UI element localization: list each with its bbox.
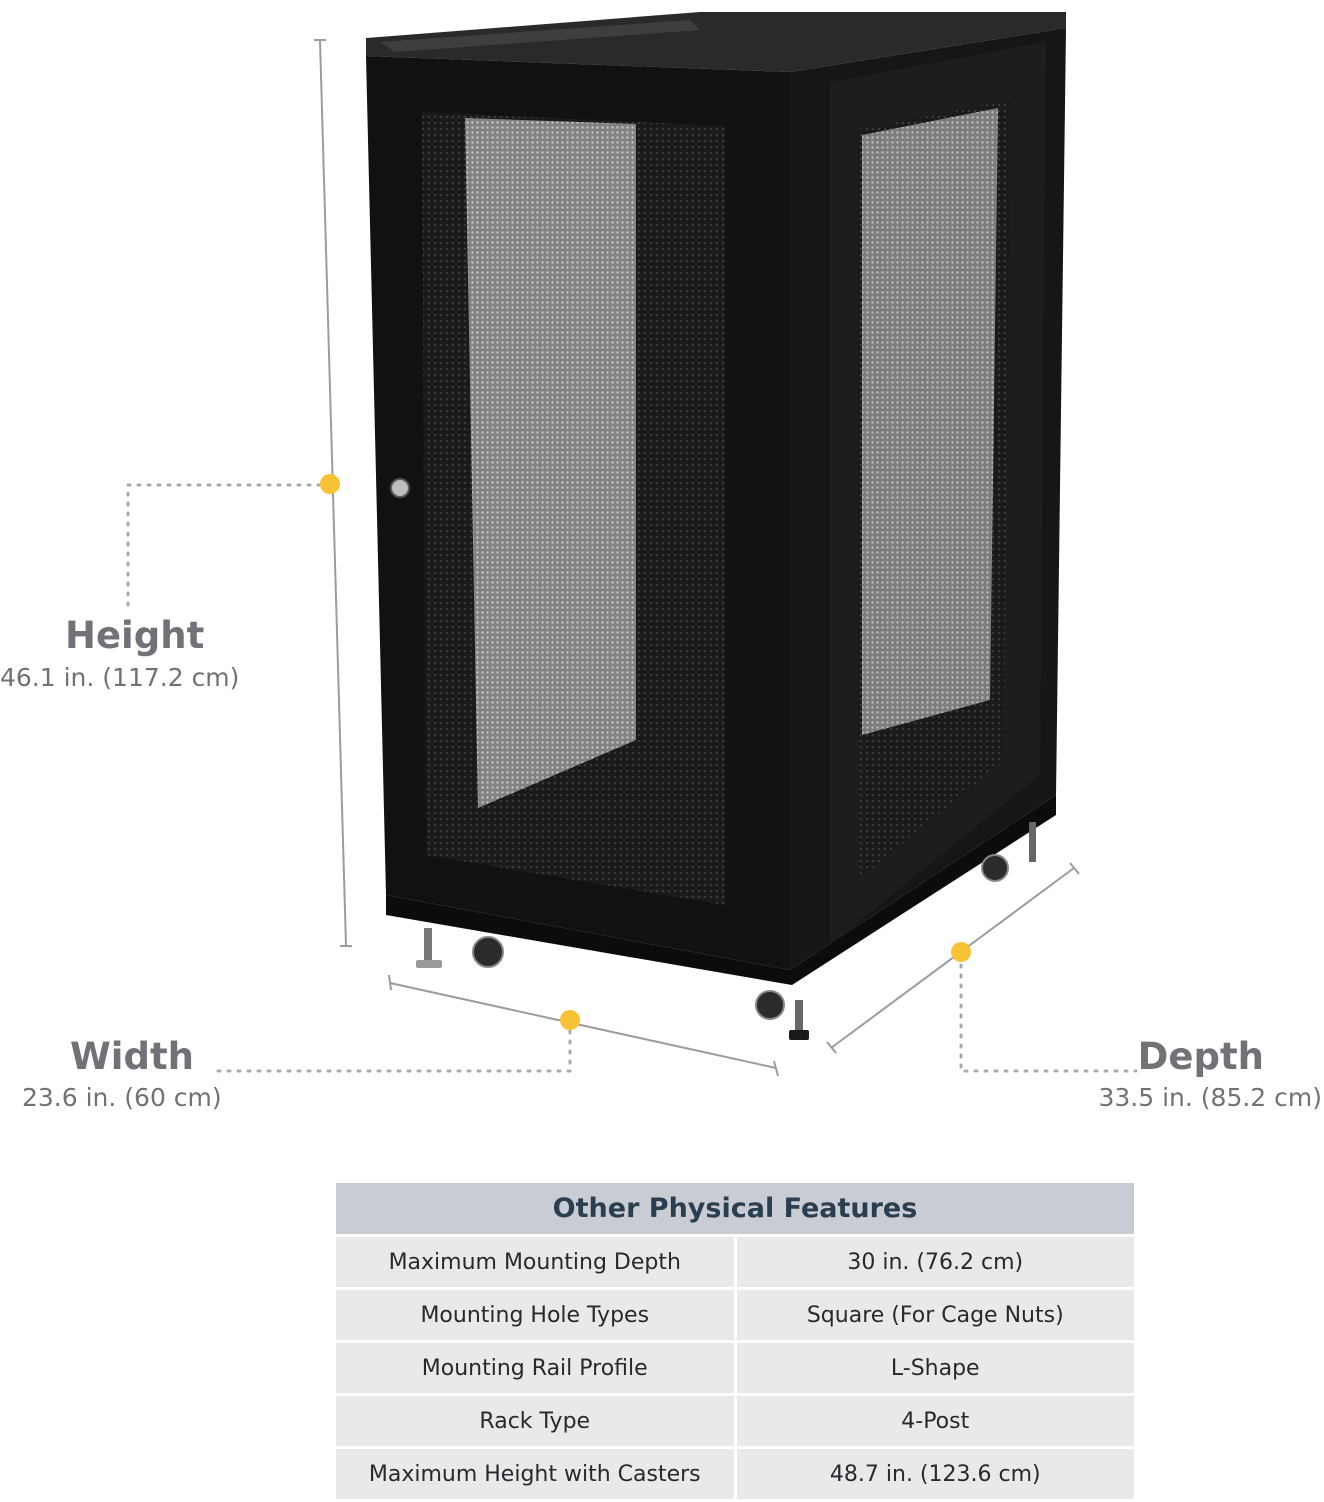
feature-value: L-Shape (735, 1341, 1134, 1396)
width-value: 23.6 in. (60 cm) (22, 1083, 222, 1112)
table-title: Other Physical Features (336, 1183, 1134, 1237)
depth-label: Depth (1137, 1035, 1264, 1078)
width-marker-dot (560, 1010, 580, 1030)
rack-cabinet (366, 12, 1066, 1040)
depth-marker-dot (951, 942, 971, 962)
height-value: 46.1 in. (117.2 cm) (0, 663, 240, 692)
feature-name: Maximum Mounting Depth (336, 1235, 737, 1290)
feature-name: Mounting Hole Types (336, 1288, 737, 1343)
feature-value: 48.7 in. (123.6 cm) (735, 1447, 1134, 1502)
table-row: Maximum Height with Casters 48.7 in. (12… (336, 1447, 1134, 1502)
depth-dimension-line (826, 862, 1138, 1073)
table-row: Rack Type 4-Post (336, 1394, 1134, 1449)
feature-value: 4-Post (735, 1394, 1134, 1449)
feature-value: 30 in. (76.2 cm) (735, 1235, 1134, 1290)
feature-name: Rack Type (336, 1394, 737, 1449)
feature-name: Maximum Height with Casters (336, 1447, 737, 1502)
feature-value: Square (For Cage Nuts) (735, 1288, 1134, 1343)
table-row: Mounting Rail Profile L-Shape (336, 1341, 1134, 1396)
table-row: Mounting Hole Types Square (For Cage Nut… (336, 1288, 1134, 1343)
height-label: Height (65, 614, 205, 657)
door-lock-icon (390, 478, 410, 498)
height-dimension-line (126, 39, 352, 947)
width-label: Width (70, 1035, 195, 1078)
width-dimension-line (216, 974, 779, 1077)
table-row: Maximum Mounting Depth 30 in. (76.2 cm) (336, 1235, 1134, 1290)
height-marker-dot (320, 474, 340, 494)
depth-value: 33.5 in. (85.2 cm) (1098, 1083, 1322, 1112)
feature-name: Mounting Rail Profile (336, 1341, 737, 1396)
physical-features-table: Other Physical Features Maximum Mounting… (336, 1183, 1134, 1502)
